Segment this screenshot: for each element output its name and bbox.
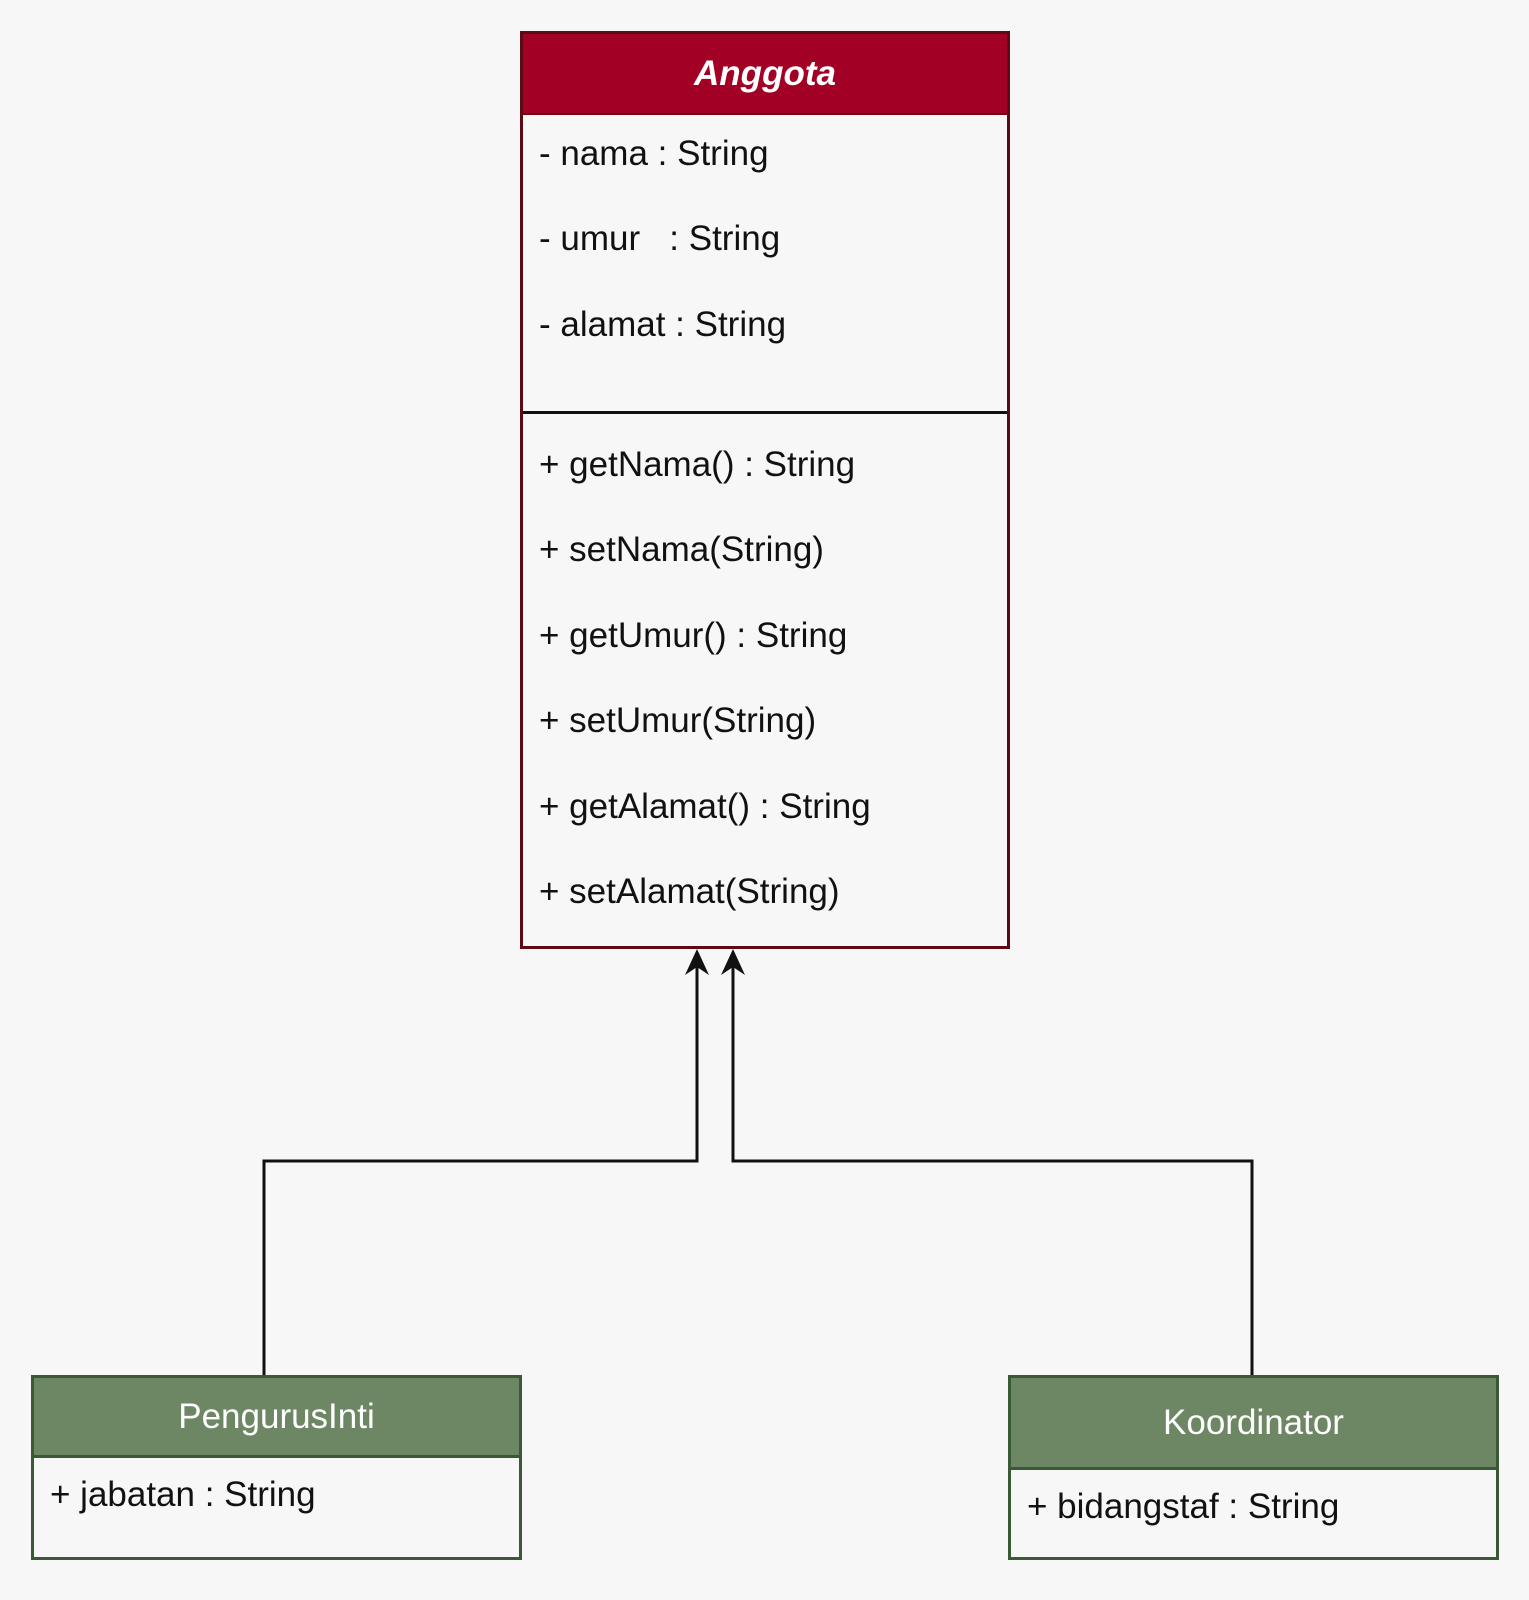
connector-koordinator-anggota [731,960,1254,1375]
attribute-bidangstaf: + bidangstaf : String [1027,1487,1340,1526]
arrowhead-icon [685,949,709,975]
method-setalamat: + setAlamat(String) [539,872,840,911]
arrowhead-icon [721,949,745,975]
method-getnama: + getNama() : String [539,445,856,484]
method-setumur: + setUmur(String) [539,701,817,740]
class-koordinator[interactable]: Koordinator + bidangstaf : String [1008,1375,1499,1560]
method-setnama: + setNama(String) [539,530,824,569]
method-getalamat: + getAlamat() : String [539,787,871,826]
class-anggota[interactable]: Anggota - nama : String - umur : String … [520,31,1010,949]
connector-pengurusinti-anggota [262,960,699,1375]
attribute-jabatan: + jabatan : String [50,1475,316,1514]
attribute-nama: - nama : String [539,134,769,173]
method-getumur: + getUmur() : String [539,616,848,655]
attribute-alamat: - alamat : String [539,305,787,344]
class-anggota-title: Anggota [523,34,1007,115]
class-pengurusinti[interactable]: PengurusInti + jabatan : String [31,1375,522,1560]
class-koordinator-title: Koordinator [1011,1378,1496,1470]
class-pengurusinti-title: PengurusInti [34,1378,519,1458]
class-anggota-divider [523,411,1007,414]
attribute-umur: - umur : String [539,219,781,258]
